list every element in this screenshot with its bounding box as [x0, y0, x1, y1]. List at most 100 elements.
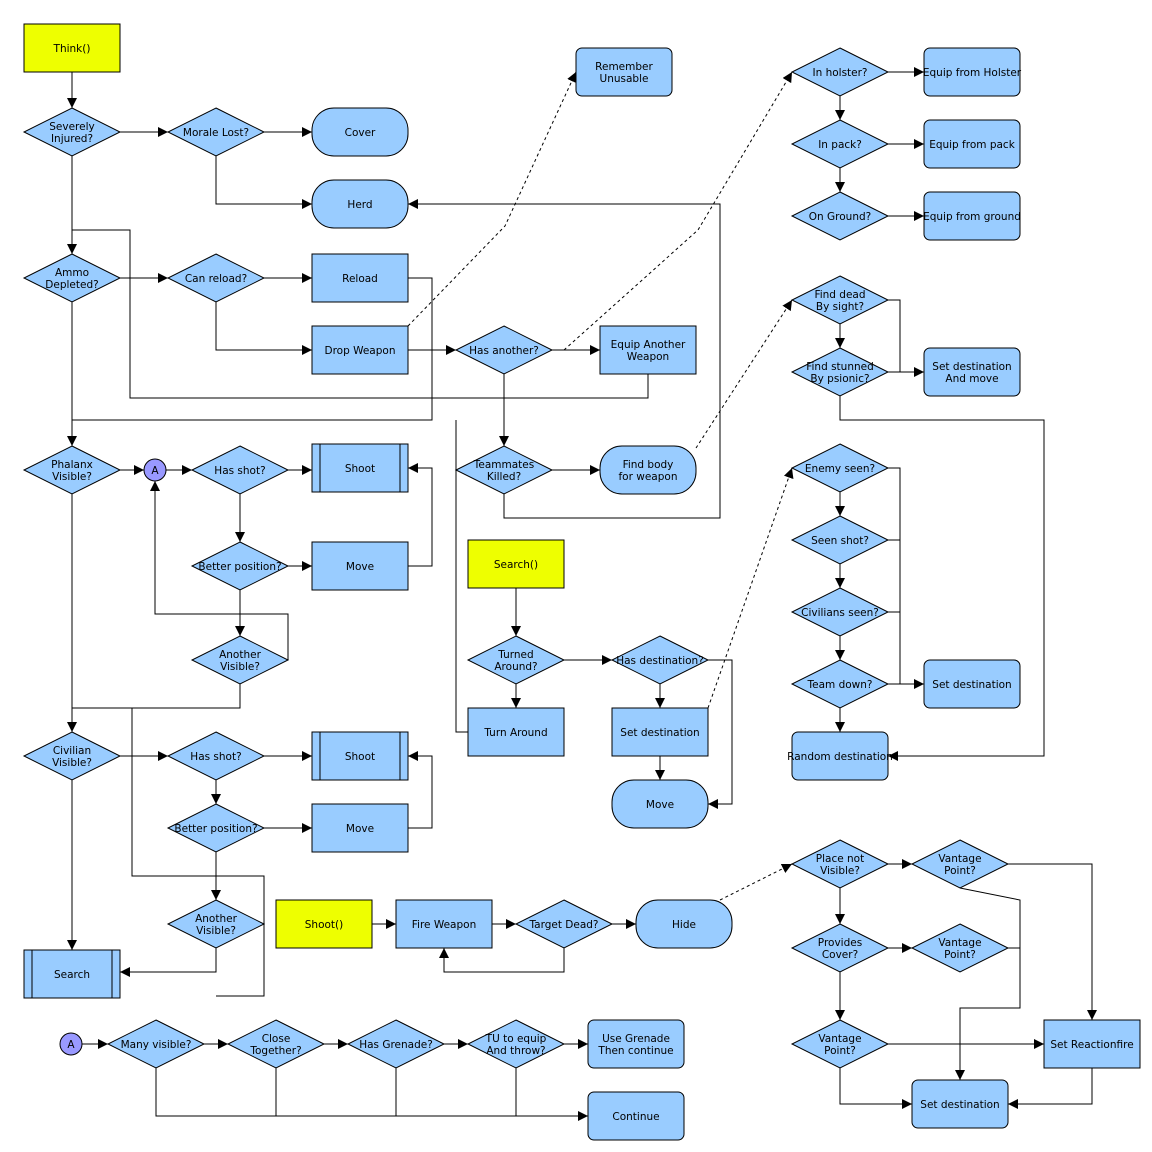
phalanx-visible-decision-label: Phalanx	[51, 459, 93, 471]
many-visible-decision: Many visible?	[106, 1019, 206, 1069]
has-another-decision-label: Has another?	[469, 345, 539, 357]
set-reactionfire-action: Set Reactionfire	[1043, 1019, 1141, 1069]
connector-line	[72, 229, 649, 399]
in-holster-decision-label: In holster?	[812, 67, 867, 79]
drop-weapon-action-shape	[311, 325, 409, 375]
set-destination-and-move-action-label: Set destination	[932, 361, 1011, 373]
search-start: Search()	[467, 539, 565, 589]
find-body-action-label: Find body	[623, 459, 674, 471]
reload-action-shape	[311, 253, 409, 303]
move-action-3-label: Move	[346, 823, 374, 835]
better-position-decision-2: Better position?	[166, 803, 266, 853]
search-subprocess: Search	[23, 949, 121, 999]
civilian-visible-decision-label: Visible?	[52, 757, 92, 769]
in-holster-decision: In holster?	[790, 47, 890, 97]
shoot-start: Shoot()	[275, 899, 373, 949]
severely-injured-decision-shape	[22, 107, 122, 157]
search-start-label: Search()	[494, 559, 538, 571]
connector-line	[439, 948, 565, 973]
move-action-2-label: Move	[646, 799, 674, 811]
in-pack-decision-label: In pack?	[818, 139, 862, 151]
use-grenade-action-shape	[587, 1019, 685, 1069]
another-visible-decision-1-label: Visible?	[220, 661, 260, 673]
has-grenade-decision-shape	[346, 1019, 446, 1069]
connector-line	[695, 299, 793, 449]
fire-weapon-action-label: Fire Weapon	[412, 919, 476, 931]
cover-action: Cover	[311, 107, 409, 157]
cover-action-label: Cover	[345, 127, 376, 139]
cover-action-shape	[311, 107, 409, 157]
has-destination-decision-shape	[610, 635, 710, 685]
shoot-subprocess-1: Shoot	[311, 443, 409, 493]
equip-from-ground-action: Equip from ground	[923, 191, 1021, 241]
herd-action-shape	[311, 179, 409, 229]
connector-line	[719, 863, 793, 901]
has-grenade-decision: Has Grenade?	[346, 1019, 446, 1069]
move-action-3: Move	[311, 803, 409, 853]
equip-from-ground-action-label: Equip from ground	[923, 211, 1021, 223]
vantage-point-decision-1-shape	[910, 839, 1010, 889]
connector-line	[155, 1068, 588, 1121]
connector-line	[888, 467, 901, 684]
connector-line	[408, 463, 433, 567]
equip-from-holster-action-label: Equip from Holster	[923, 67, 1022, 79]
drop-weapon-action: Drop Weapon	[311, 325, 409, 375]
has-another-decision-shape	[454, 325, 554, 375]
turned-around-decision-label: Turned	[497, 649, 533, 661]
seen-shot-decision-label: Seen shot?	[811, 535, 869, 547]
equip-another-weapon-action-shape	[599, 325, 697, 375]
use-grenade-action-label: Use Grenade	[602, 1033, 670, 1045]
set-destination-action-1-shape	[923, 659, 1021, 709]
can-reload-decision-label: Can reload?	[185, 273, 247, 285]
think-start-label: Think()	[53, 43, 91, 55]
turned-around-decision-shape	[466, 635, 566, 685]
has-another-decision: Has another?	[454, 325, 554, 375]
remember-unusable-action-label: Remember	[595, 61, 653, 73]
team-down-decision-label: Team down?	[807, 679, 873, 691]
connector-line	[888, 299, 901, 372]
team-down-decision: Team down?	[790, 659, 890, 709]
morale-lost-decision: Morale Lost?	[166, 107, 266, 157]
on-ground-decision-shape	[790, 191, 890, 241]
move-action-1: Move	[311, 541, 409, 591]
shoot-subprocess-1-label: Shoot	[345, 463, 375, 475]
fire-weapon-action: Fire Weapon	[395, 899, 493, 949]
phalanx-visible-decision-shape	[22, 445, 122, 495]
equip-another-weapon-action-label: Equip Another	[611, 339, 686, 351]
turn-around-action-shape	[467, 707, 565, 757]
connector-lines	[67, 67, 1097, 1121]
connector-line	[707, 467, 794, 709]
vantage-point-decision-3-label: Point?	[824, 1045, 856, 1057]
continue-action-shape	[587, 1091, 685, 1141]
civilian-visible-decision-shape	[22, 731, 122, 781]
shoot-subprocess-2: Shoot	[311, 731, 409, 781]
shoot-start-label: Shoot()	[305, 919, 343, 931]
think-start-shape	[23, 23, 121, 73]
another-visible-decision-1-label: Another	[219, 649, 261, 661]
has-shot-decision-2: Has shot?	[166, 731, 266, 781]
fire-weapon-action-shape	[395, 899, 493, 949]
connector-line	[215, 156, 312, 209]
hide-action: Hide	[635, 899, 733, 949]
hide-action-label: Hide	[672, 919, 696, 931]
connector-line	[955, 887, 1021, 1080]
set-destination-action-3-shape	[911, 1079, 1009, 1129]
set-destination-action-3: Set destination	[911, 1079, 1009, 1129]
severely-injured-decision-label: Injured?	[51, 133, 93, 145]
connector-a-2-label: A	[67, 1039, 75, 1051]
better-position-decision-1-shape	[190, 541, 290, 591]
drop-weapon-action-label: Drop Weapon	[324, 345, 395, 357]
morale-lost-decision-label: Morale Lost?	[183, 127, 249, 139]
move-action-1-label: Move	[346, 561, 374, 573]
find-body-action-shape	[599, 445, 697, 495]
